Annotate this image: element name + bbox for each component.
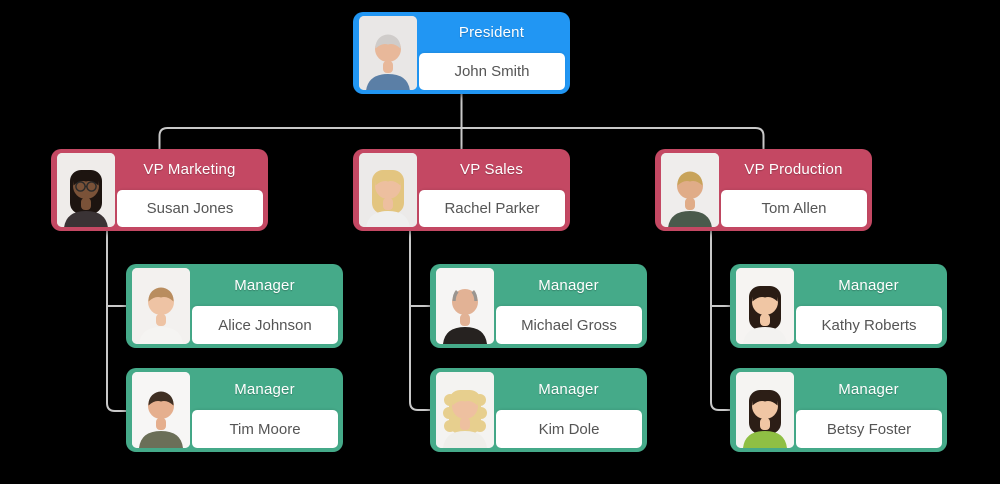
employee-name: Michael Gross bbox=[521, 316, 617, 334]
employee-photo bbox=[661, 153, 719, 227]
employee-name-box: Betsy Foster bbox=[796, 410, 942, 448]
employee-name: Kathy Roberts bbox=[821, 316, 917, 334]
employee-name: Tim Moore bbox=[229, 420, 301, 438]
employee-name-box: Tim Moore bbox=[192, 410, 338, 448]
connector-production-managers bbox=[710, 231, 730, 411]
employee-name: John Smith bbox=[454, 63, 530, 80]
org-card-vp-production[interactable]: VP Production Tom Allen bbox=[655, 149, 872, 231]
connector-vp-bracket bbox=[158, 127, 765, 149]
connector-marketing-managers bbox=[106, 231, 126, 412]
employee-photo bbox=[736, 372, 794, 448]
org-card-manager-kim-dole[interactable]: Manager Kim Dole bbox=[430, 368, 647, 452]
org-card-president[interactable]: President John Smith bbox=[353, 12, 570, 94]
employee-name-box: John Smith bbox=[419, 53, 565, 90]
connector-sales-managers bbox=[409, 231, 430, 411]
employee-photo bbox=[736, 268, 794, 344]
employee-name-box: Michael Gross bbox=[496, 306, 642, 344]
org-card-manager-kathy-roberts[interactable]: Manager Kathy Roberts bbox=[730, 264, 947, 348]
employee-name-box: Tom Allen bbox=[721, 190, 867, 227]
org-card-manager-tim-moore[interactable]: Manager Tim Moore bbox=[126, 368, 343, 452]
role-title: Manager bbox=[234, 276, 295, 294]
employee-name: Betsy Foster bbox=[826, 420, 912, 438]
role-title: Manager bbox=[838, 276, 899, 294]
employee-name-box: Rachel Parker bbox=[419, 190, 565, 227]
employee-photo bbox=[57, 153, 115, 227]
employee-photo bbox=[359, 16, 417, 90]
org-card-vp-sales[interactable]: VP Sales Rachel Parker bbox=[353, 149, 570, 231]
employee-name: Susan Jones bbox=[146, 200, 234, 217]
employee-name: Kim Dole bbox=[538, 420, 600, 438]
employee-name-box: Kathy Roberts bbox=[796, 306, 942, 344]
role-title: Manager bbox=[538, 380, 599, 398]
employee-name: Rachel Parker bbox=[444, 200, 540, 217]
role-title: VP Marketing bbox=[143, 161, 236, 178]
employee-photo bbox=[436, 268, 494, 344]
role-title: Manager bbox=[538, 276, 599, 294]
org-card-vp-marketing[interactable]: VP Marketing Susan Jones bbox=[51, 149, 268, 231]
role-title: VP Sales bbox=[459, 161, 524, 178]
employee-name: Alice Johnson bbox=[218, 316, 312, 334]
employee-photo bbox=[359, 153, 417, 227]
role-title: Manager bbox=[234, 380, 295, 398]
employee-name-box: Kim Dole bbox=[496, 410, 642, 448]
employee-name-box: Alice Johnson bbox=[192, 306, 338, 344]
org-card-manager-betsy-foster[interactable]: Manager Betsy Foster bbox=[730, 368, 947, 452]
role-title: VP Production bbox=[744, 161, 843, 178]
role-title: President bbox=[458, 24, 525, 41]
employee-photo bbox=[132, 372, 190, 448]
employee-photo bbox=[436, 372, 494, 448]
employee-photo bbox=[132, 268, 190, 344]
employee-name: Tom Allen bbox=[761, 200, 827, 217]
role-title: Manager bbox=[838, 380, 899, 398]
employee-name-box: Susan Jones bbox=[117, 190, 263, 227]
org-card-manager-alice-johnson[interactable]: Manager Alice Johnson bbox=[126, 264, 343, 348]
org-card-manager-michael-gross[interactable]: Manager Michael Gross bbox=[430, 264, 647, 348]
